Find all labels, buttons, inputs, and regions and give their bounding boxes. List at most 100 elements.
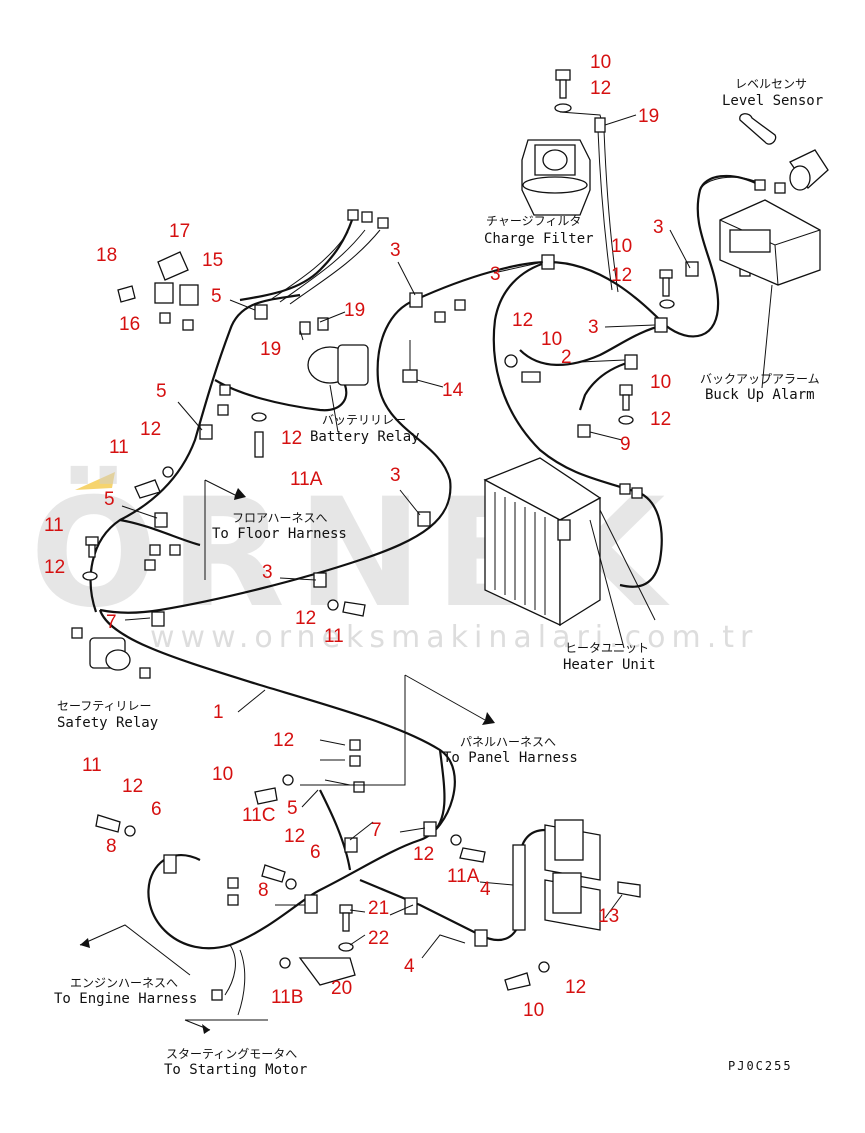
relays-13 [512,819,601,931]
charge-filter [521,111,606,216]
bracket-20 [298,957,356,986]
callout-4: 4 [480,879,491,900]
watermark-url: www.orneksmakinalari.com.tr [150,620,758,655]
bolt-10-top [554,69,572,113]
starting-motor-label: To Starting Motor [164,1062,307,1078]
leader-lines [121,114,773,959]
callout-12: 12 [295,608,316,629]
callout-11: 11 [109,437,129,458]
callout-22: 22 [368,928,389,949]
clamp-5a [199,424,213,440]
callout-1: 1 [213,702,224,723]
panel-harness-label-jp: パネルハーネスへ [460,735,556,749]
callout-11: 11 [324,626,344,647]
panel-harness-label: To Panel Harness [443,750,578,766]
callout-13: 13 [598,906,619,927]
callout-5: 5 [104,489,115,510]
callout-3: 3 [490,264,501,285]
callout-10: 10 [523,1000,544,1021]
callout-12: 12 [611,265,632,286]
arrow-icon [202,1024,210,1034]
callout-3: 3 [390,240,401,261]
clamp-7a [151,611,165,627]
clamp-3a [409,292,423,308]
drawing-code: PJ0C255 [728,1059,793,1073]
callout-12: 12 [281,428,302,449]
callout-numbers: 10 12 19 3 10 12 3 3 12 10 3 2 10 12 9 1… [44,52,671,1021]
backup-alarm-label: Buck Up Alarm [705,387,815,403]
callout-19: 19 [638,106,659,127]
backup-alarm-label-jp: バックアップアラーム [700,372,820,386]
clamp-6a [163,854,177,874]
level-sensor-label-jp: レベルセンサ [735,77,807,91]
callout-11A: 11A [447,866,480,887]
watermark-accent-icon [75,472,115,490]
safety-relay [71,627,131,671]
callout-11B: 11B [271,987,303,1008]
callout-9: 9 [620,434,631,455]
arrow-icon [482,712,495,725]
reference-arrows [79,479,495,1034]
backup-alarm [719,199,821,286]
heater-unit-label-jp: ヒータユニット [565,641,649,655]
callout-17: 17 [169,221,190,242]
clamp-3c [654,317,668,333]
sensor-9 [577,424,591,438]
floor-harness-label-jp: フロアハーネスへ [232,511,328,525]
callout-19: 19 [344,300,365,321]
callout-11: 11 [82,755,102,776]
callout-11A: 11A [290,469,323,490]
harness-clamps [151,254,699,947]
callout-18: 18 [96,245,117,266]
component-labels: レベルセンサ Level Sensor チャージフィルタ Charge Filt… [54,77,823,1078]
callout-12: 12 [140,419,161,440]
callout-12: 12 [284,826,305,847]
battery-relay [299,317,369,386]
engine-harness-label: To Engine Harness [54,991,197,1007]
safety-relay-label: Safety Relay [57,715,158,731]
clamp-12a [423,821,437,837]
starting-motor-label-jp: スターティングモータへ [166,1047,297,1061]
clamp-6b [304,894,318,914]
connectors [139,179,786,1001]
level-sensor-label: Level Sensor [722,93,823,109]
callout-3: 3 [390,465,401,486]
relay-group [117,251,199,306]
callout-6: 6 [310,842,321,863]
safety-relay-label-jp: セーフティリレー [57,699,152,713]
bolts [82,269,675,991]
heater-unit-label: Heater Unit [563,657,656,673]
clamp-4a [474,929,488,947]
battery-relay-label: Battery Relay [310,429,420,445]
charge-filter-label-jp: チャージフィルタ [486,214,581,228]
clamp-3b [541,254,555,270]
callout-8: 8 [258,880,269,901]
arrow-icon [80,938,90,948]
callout-14: 14 [442,380,464,401]
floor-harness-label: To Floor Harness [212,526,347,542]
callout-20: 20 [331,978,352,999]
callout-15: 15 [202,250,223,271]
sensor-14 [402,340,418,383]
callout-7: 7 [106,612,117,633]
arrow-icon [234,488,246,500]
heater-unit [483,457,602,627]
callout-10: 10 [212,764,233,785]
callout-21: 21 [368,898,389,919]
callout-12: 12 [565,977,586,998]
callout-10: 10 [590,52,611,73]
callout-8: 8 [106,836,117,857]
callout-11C: 11C [242,805,275,826]
callout-16: 16 [119,314,140,335]
battery-relay-label-jp: バッテリリレー [322,413,406,427]
callout-12: 12 [590,78,611,99]
callout-5: 5 [287,798,298,819]
callout-12: 12 [273,730,294,751]
callout-5: 5 [156,381,167,402]
callout-6: 6 [151,799,162,820]
callout-3: 3 [653,217,664,238]
clamp-5c [254,304,268,320]
callout-11: 11 [44,515,64,536]
clamp-7b [344,837,358,853]
